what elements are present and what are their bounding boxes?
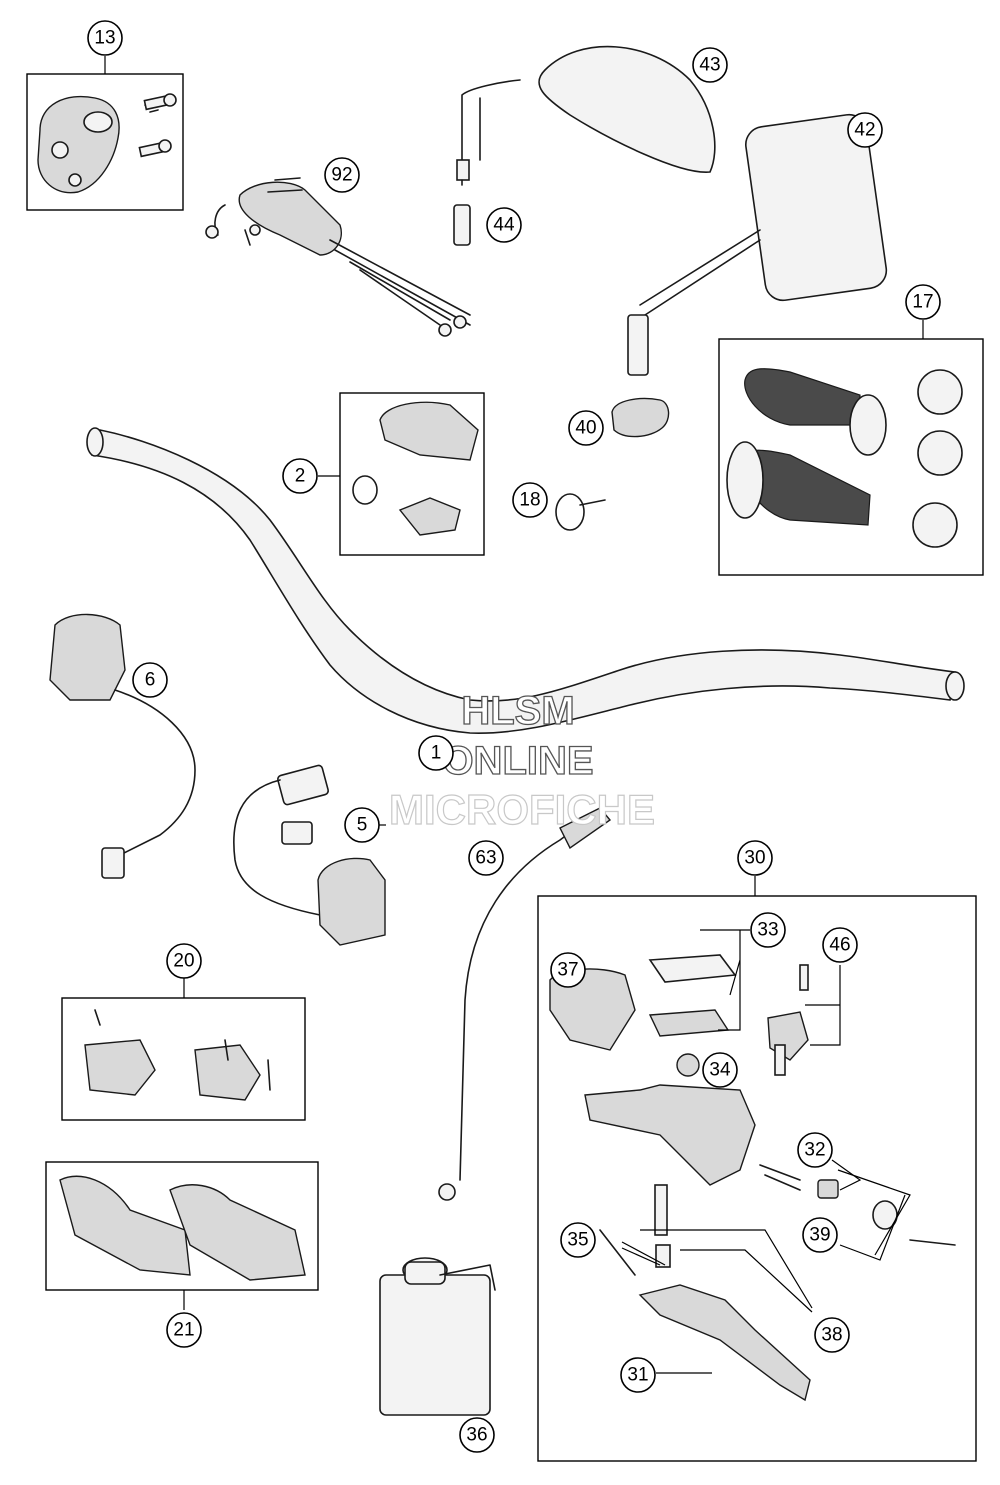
svg-text:30: 30	[744, 848, 765, 869]
svg-text:20: 20	[173, 951, 194, 972]
svg-text:34: 34	[709, 1060, 731, 1081]
group-box-30	[537, 895, 977, 1462]
svg-text:21: 21	[173, 1320, 194, 1341]
watermark-line-1: HLSM	[461, 689, 574, 733]
callout-33[interactable]: 33	[750, 912, 786, 948]
callout-5[interactable]: 5	[344, 807, 380, 843]
leader-lines	[104, 56, 924, 1374]
callout-40[interactable]: 40	[568, 410, 604, 446]
group-box-2	[339, 392, 485, 556]
callout-39[interactable]: 39	[802, 1217, 838, 1253]
callout-36[interactable]: 36	[459, 1417, 495, 1453]
guard-kit	[352, 401, 479, 536]
svg-text:6: 6	[145, 670, 156, 691]
callout-20[interactable]: 20	[166, 943, 202, 979]
svg-text:17: 17	[912, 292, 933, 313]
callout-31[interactable]: 31	[620, 1357, 656, 1393]
svg-text:13: 13	[94, 28, 115, 49]
callout-13[interactable]: 13	[87, 20, 123, 56]
cable-tie	[555, 493, 606, 531]
svg-text:33: 33	[757, 920, 778, 941]
svg-text:38: 38	[821, 1325, 842, 1346]
callout-38[interactable]: 38	[814, 1317, 850, 1353]
callout-43[interactable]: 43	[692, 47, 728, 83]
callout-34[interactable]: 34	[702, 1052, 738, 1088]
svg-text:92: 92	[331, 165, 352, 186]
switch-left	[49, 613, 196, 879]
mirror-right	[627, 113, 888, 376]
handguards	[59, 1175, 306, 1281]
callout-21[interactable]: 21	[166, 1312, 202, 1348]
callout-44[interactable]: 44	[486, 207, 522, 243]
callout-37[interactable]: 37	[550, 952, 586, 988]
svg-text:36: 36	[466, 1425, 487, 1446]
group-box-17	[718, 338, 984, 576]
svg-text:31: 31	[627, 1365, 648, 1386]
svg-text:35: 35	[567, 1230, 588, 1251]
svg-text:1: 1	[431, 743, 442, 764]
mirror-clamp-part	[611, 397, 670, 438]
callout-6[interactable]: 6	[132, 662, 168, 698]
callout-17[interactable]: 17	[905, 284, 941, 320]
svg-text:2: 2	[295, 466, 306, 487]
svg-text:44: 44	[493, 215, 515, 236]
watermark: HLSM ONLINE MICROFICHE	[388, 688, 655, 833]
mirror-adapter	[453, 204, 471, 246]
mirror-left	[456, 45, 716, 186]
svg-text:37: 37	[557, 960, 578, 981]
callout-18[interactable]: 18	[512, 482, 548, 518]
callout-35[interactable]: 35	[560, 1222, 596, 1258]
svg-text:43: 43	[699, 55, 720, 76]
svg-text:5: 5	[357, 815, 368, 836]
fluid-bottle	[379, 1257, 496, 1416]
grips-set	[726, 368, 963, 548]
callout-30[interactable]: 30	[737, 840, 773, 876]
svg-text:39: 39	[809, 1225, 830, 1246]
watermark-line-2: ONLINE	[442, 739, 593, 783]
svg-text:18: 18	[519, 490, 540, 511]
callout-42[interactable]: 42	[847, 112, 883, 148]
callout-32[interactable]: 32	[797, 1132, 833, 1168]
callout-63[interactable]: 63	[468, 840, 504, 876]
callout-2[interactable]: 2	[282, 458, 318, 494]
handlebar	[86, 427, 965, 734]
callout-46[interactable]: 46	[822, 927, 858, 963]
switch-right	[233, 764, 386, 946]
master-cylinder-assembly	[549, 954, 956, 1402]
handlebar-clamp-part	[37, 93, 177, 194]
svg-text:63: 63	[475, 848, 496, 869]
svg-text:40: 40	[575, 418, 596, 439]
group-box-21	[45, 1161, 319, 1291]
svg-text:32: 32	[804, 1140, 825, 1161]
throttle-assembly	[205, 177, 471, 337]
svg-text:42: 42	[854, 120, 875, 141]
watermark-line-3: MICROFICHE	[389, 786, 655, 833]
bracket-kit	[84, 1009, 271, 1101]
brake-line	[438, 807, 612, 1201]
callouts: 13 43 42 92 44 17 40 2 18 6 1 5 63 30 33…	[87, 20, 941, 1453]
svg-text:46: 46	[829, 935, 850, 956]
callout-1[interactable]: 1	[418, 735, 454, 771]
callout-92[interactable]: 92	[324, 157, 360, 193]
